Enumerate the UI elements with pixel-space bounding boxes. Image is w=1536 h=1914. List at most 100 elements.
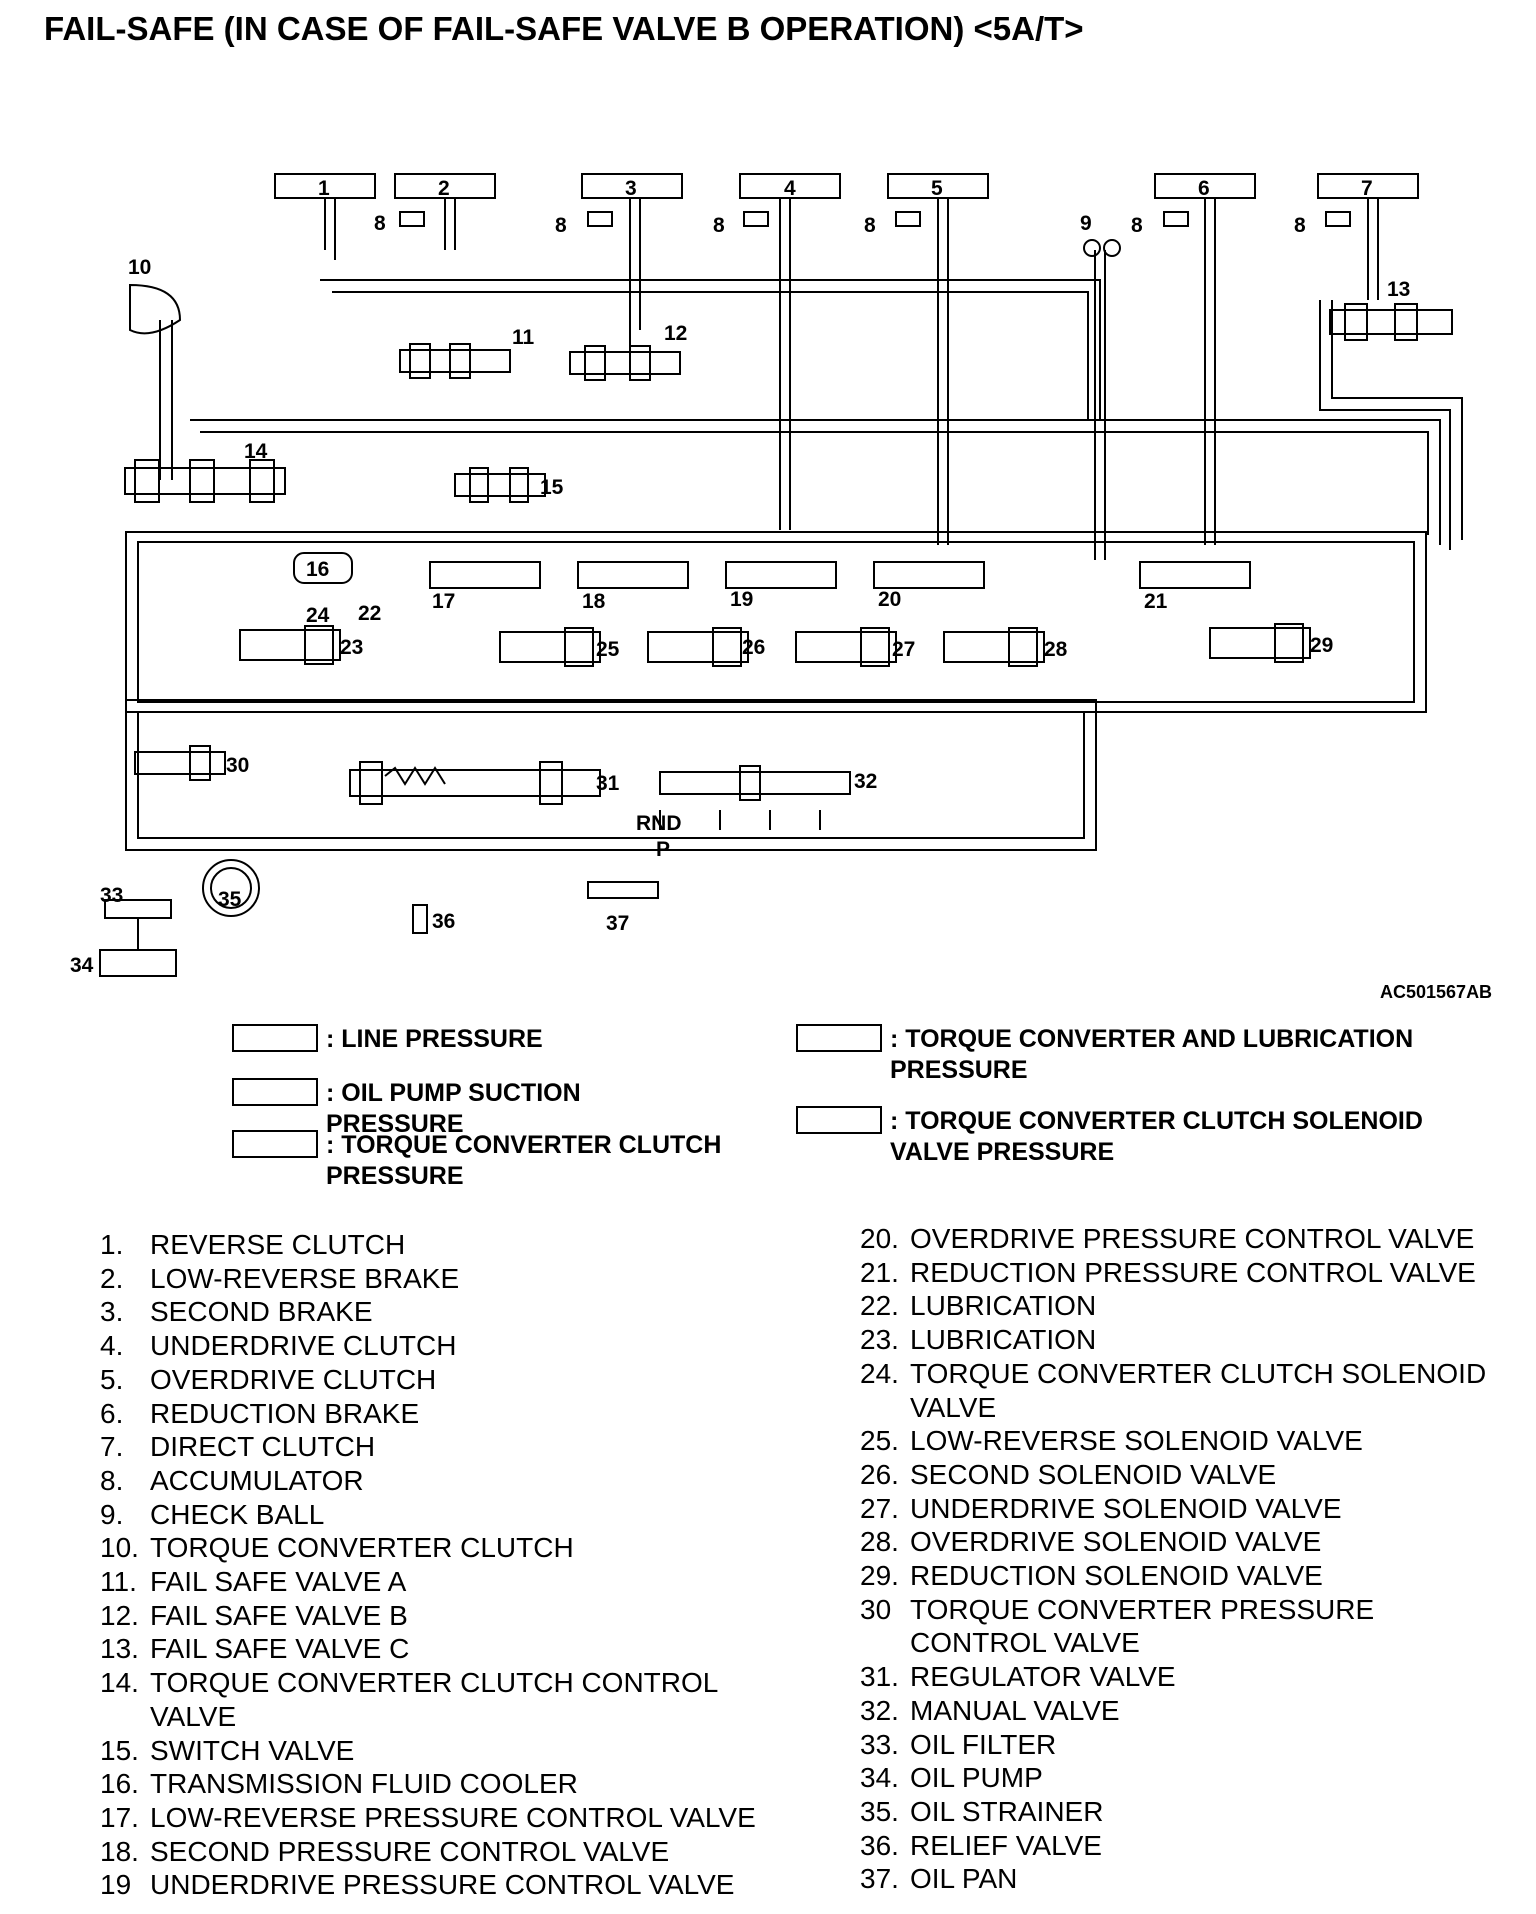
switch-valve	[454, 473, 546, 497]
parts-list-item: 21.REDUCTION PRESSURE CONTROL VALVE	[860, 1256, 1500, 1290]
fail-safe-valve-a	[399, 349, 511, 373]
parts-list-item: 12. FAIL SAFE VALVE B	[100, 1599, 780, 1633]
part-number: 34.	[860, 1762, 899, 1794]
part-number: 21.	[860, 1256, 899, 1288]
label-26: 26	[742, 636, 765, 659]
part-number: 11.	[100, 1566, 137, 1598]
label-2: 2	[438, 177, 450, 200]
part-number: 1.	[100, 1229, 124, 1260]
label-32: 32	[854, 770, 877, 793]
hydraulic-circuit-diagram: 1 2 3 4 5 6 7 8 8 8 8 8 8 9 10 11 12 13 …	[70, 173, 1463, 977]
page-title: FAIL-SAFE (IN CASE OF FAIL-SAFE VALVE B …	[44, 10, 1084, 47]
part-label: FAIL SAFE VALVE A	[150, 1566, 407, 1598]
part-label: REVERSE CLUTCH	[150, 1229, 406, 1260]
label-33: 33	[100, 884, 123, 907]
fail-safe-valve-b	[569, 351, 681, 375]
part-number: 36.	[860, 1829, 899, 1861]
parts-list-item: 15. SWITCH VALVE	[100, 1734, 780, 1768]
part-number: 12.	[100, 1599, 139, 1631]
part-label: REDUCTION BRAKE	[150, 1397, 420, 1429]
part-number: 7.	[100, 1431, 124, 1463]
label-12: 12	[664, 322, 687, 345]
label-8d: 8	[864, 214, 876, 237]
part-label: UNDERDRIVE PRESSURE CONTROL VALVE	[150, 1869, 735, 1901]
regulator-valve	[349, 769, 601, 797]
part-label: UNDERDRIVE SOLENOID VALVE	[910, 1492, 1342, 1524]
second-solenoid-valve	[647, 631, 749, 663]
part-label: SWITCH VALVE	[150, 1734, 355, 1766]
oil-pan	[587, 881, 659, 899]
parts-list-item: 3.SECOND BRAKE	[100, 1295, 780, 1329]
part-number: 18.	[100, 1835, 139, 1867]
parts-list-item: 16.TRANSMISSION FLUID COOLER	[100, 1767, 780, 1801]
part-label: OIL PUMP	[910, 1762, 1043, 1794]
label-19: 19	[730, 588, 753, 611]
lr-solenoid-valve	[499, 631, 601, 663]
part-number: 15.	[100, 1734, 139, 1766]
parts-list-item: 29.REDUCTION SOLENOID VALVE	[860, 1559, 1500, 1593]
part-number: 13.	[100, 1633, 139, 1665]
parts-list-item: 18. SECOND PRESSURE CONTROL VALVE	[100, 1835, 780, 1869]
label-14: 14	[244, 440, 268, 463]
part-number: 27.	[860, 1492, 899, 1524]
label-6: 6	[1198, 177, 1210, 200]
second-pressure-control-valve	[577, 561, 689, 589]
part-label: SECOND PRESSURE CONTROL VALVE	[150, 1835, 670, 1867]
parts-list-item: 32.MANUAL VALVE	[860, 1694, 1500, 1728]
legend-swatch	[796, 1024, 882, 1052]
legend-label: : OIL PUMP SUCTION PRESSURE	[326, 1079, 581, 1138]
legend-swatch	[232, 1130, 318, 1158]
part-number: 35.	[860, 1795, 899, 1827]
part-number: 31.	[860, 1661, 899, 1693]
label-20: 20	[878, 588, 901, 611]
label-9: 9	[1080, 212, 1092, 235]
label-28: 28	[1044, 638, 1068, 661]
parts-list-item: 6. REDUCTION BRAKE	[100, 1397, 780, 1431]
part-label: RELIEF VALVE	[910, 1829, 1102, 1861]
oil-pump	[99, 949, 177, 977]
parts-list-item: 28.OVERDRIVE SOLENOID VALVE	[860, 1525, 1500, 1559]
tc-pressure-control-valve	[134, 751, 226, 775]
ud-solenoid-valve	[795, 631, 897, 663]
lr-pressure-control-valve	[429, 561, 541, 589]
part-label: UNDERDRIVE CLUTCH	[150, 1330, 457, 1362]
part-number: 22.	[860, 1290, 899, 1322]
label-3: 3	[625, 177, 637, 200]
part-label: LOW-REVERSE SOLENOID VALVE	[910, 1425, 1363, 1457]
part-label: SECOND BRAKE	[150, 1296, 373, 1328]
parts-list-item: 27. UNDERDRIVE SOLENOID VALVE	[860, 1492, 1500, 1526]
part-number: 6.	[100, 1397, 124, 1429]
part-number: 30	[860, 1593, 892, 1625]
legend-label: : LINE PRESSURE	[326, 1025, 543, 1053]
part-number: 2.	[100, 1262, 124, 1294]
part-label: FAIL SAFE VALVE B	[150, 1599, 408, 1631]
label-29: 29	[1310, 634, 1333, 657]
label-7: 7	[1361, 177, 1373, 200]
label-25: 25	[596, 638, 620, 661]
legend-label: : TORQUE CONVERTER AND LUBRICATION PRESS…	[890, 1025, 1414, 1084]
part-label: REGULATOR VALVE	[910, 1661, 1176, 1693]
label-8f: 8	[1294, 214, 1306, 237]
tcc-control-valve	[124, 467, 286, 495]
relief-valve	[412, 904, 428, 934]
ud-pressure-control-valve	[725, 561, 837, 589]
parts-list-item: 1. REVERSE CLUTCH	[100, 1228, 780, 1262]
tcc-solenoid-valve	[239, 629, 341, 661]
legend-swatch	[232, 1078, 318, 1106]
part-number: 14.	[100, 1667, 139, 1699]
torque-converter-clutch	[129, 283, 182, 335]
parts-list-item: 37.OIL PAN	[860, 1862, 1500, 1896]
red-solenoid-valve	[1209, 627, 1311, 659]
legend-tcc-solenoid-pressure: : TORQUE CONVERTER CLUTCH SOLENOID VALVE…	[796, 1106, 1450, 1168]
parts-list-item: 26.SECOND SOLENOID VALVE	[860, 1458, 1500, 1492]
part-number: 25.	[860, 1425, 899, 1457]
label-23: 23	[340, 636, 363, 659]
oil-strainer	[202, 859, 260, 917]
od-solenoid-valve	[943, 631, 1045, 663]
legend-label: : TORQUE CONVERTER CLUTCH SOLENOID VALVE…	[890, 1107, 1423, 1166]
part-number: 33.	[860, 1728, 899, 1760]
part-label: FAIL SAFE VALVE C	[150, 1633, 410, 1665]
